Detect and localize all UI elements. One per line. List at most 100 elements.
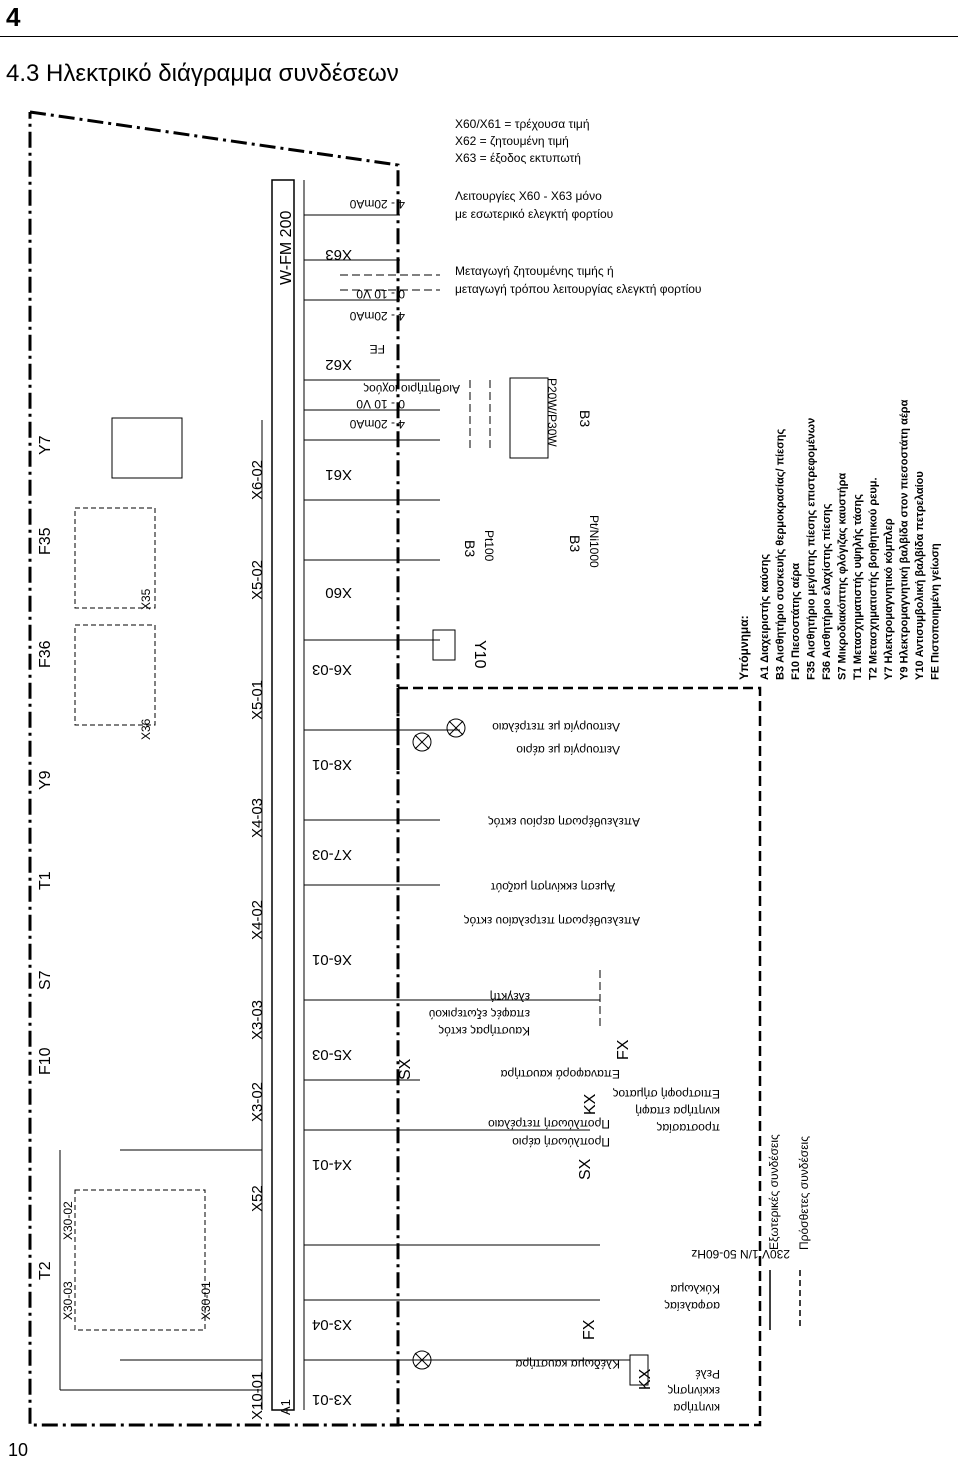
- sensor-b3-3: B3: [567, 535, 583, 552]
- legend-item-5: S7 Μικροδιακόπτης φλόγιζας καυστήρα: [837, 473, 849, 680]
- field-label-2: Απελευθέρωση αερίου εκτός: [488, 815, 640, 829]
- legend-item-6: T1 Μετασχηματιστής υψηλής τάσης: [852, 494, 864, 680]
- wires: [59, 214, 630, 1391]
- lamp-gas: [412, 732, 432, 752]
- field-label-12: κινητήρα επαφή: [635, 1104, 720, 1118]
- legend-item-9: Y9 Ηλεκτρομαγνητική βαλβίδα στον πιεσοστ…: [899, 399, 911, 680]
- dashed-wires: [340, 274, 601, 1081]
- legend-additional: Πρόσθετες συνδέσεις: [797, 1136, 811, 1250]
- field-label-10: Προπλύωσή αέριο: [512, 1135, 610, 1149]
- sensor-b3-1: B3: [577, 410, 593, 427]
- sensor-b3-2: B3: [462, 540, 478, 557]
- module-bar: [271, 179, 295, 1411]
- subcomponent-x30-01: X30-01: [199, 1281, 213, 1320]
- bottom-connector-x3-04: X3-04: [312, 1316, 352, 1333]
- note-x62: X62 = ζητουμένη τιμή: [455, 134, 569, 148]
- top-connector-x3-03: X3-03: [249, 1000, 266, 1040]
- sensor-pt100: Pt100: [482, 530, 496, 562]
- top-connector-x5-01: X5-01: [249, 680, 266, 720]
- bottom-connector-x63: X63: [325, 246, 352, 263]
- device-fx-4: FX: [581, 1319, 598, 1340]
- signal-0-10v-x61: 0 - 10 V0: [356, 397, 405, 411]
- legend-item-3: F35 Αισθητήριο μεγίστης πίεσης επιστρεφο…: [806, 418, 818, 680]
- field-label-19: εκκίνησης: [667, 1384, 720, 1398]
- subcomponent-x35: X35: [139, 588, 153, 610]
- sensor-p20: P20W/P30W: [545, 378, 559, 447]
- f35-box: [74, 507, 156, 609]
- top-connector-x4-02: X4-02: [249, 900, 266, 940]
- field-label-11: Επιστροφή σήματος: [612, 1087, 720, 1101]
- subcomponent-x30-03: X30-03: [61, 1281, 75, 1320]
- top-connector-x52: X52: [249, 1185, 266, 1212]
- signal-4-20ma-x63: 4 - 20mA0: [349, 197, 405, 211]
- bottom-connector-x4-01: X4-01: [312, 1156, 352, 1173]
- note-functions-1: Λειτουργίες X60 - X63 μόνο: [455, 189, 602, 203]
- sensor-y10: Y10: [471, 640, 488, 669]
- bottom-connector-x3-01: X3-01: [312, 1391, 352, 1408]
- bottom-connector-x8-01: X8-01: [312, 756, 352, 773]
- component-s7: S7: [37, 970, 54, 990]
- page-number: 10: [8, 1440, 29, 1460]
- signal-4-20ma-x62: 4 - 20mA0: [349, 309, 405, 323]
- chapter-number: 4: [6, 2, 21, 32]
- field-label-8: Επαναφορά καυστήρα: [500, 1067, 620, 1081]
- sensor-ptni: Pt/Ni1000: [587, 515, 601, 568]
- field-label-9: Προπλύωσή πετρέλαιο: [488, 1117, 610, 1131]
- note-switching-2: μεταγωγή τρόπου λειτουργίας ελεγκτή φορτ…: [455, 282, 701, 296]
- field-label-1: Λειτουργία με αέριο: [516, 743, 620, 757]
- module-name: W-FM 200: [278, 211, 295, 285]
- page-title: 4.3 Ηλεκτρικό διάγραμμα συνδέσεων: [6, 60, 399, 87]
- legend-external: Εξωτερικές συνδέσεις: [767, 1134, 781, 1250]
- field-label-14: 230V 1/N 50-60Hz: [691, 1247, 790, 1261]
- lamp-oil: [446, 718, 466, 738]
- bottom-connector-x6-03: X6-03: [312, 661, 352, 678]
- top-connector-x5-02: X5-02: [249, 560, 266, 600]
- signal-4-20ma-x61: 4 - 20mA0: [349, 417, 405, 431]
- signal-fe: FE: [370, 342, 385, 356]
- legend-item-11: FE Πιστοποιημένη γείωση: [930, 543, 942, 680]
- legend-item-7: T2 Μετασχηματιστής βοηθητικού ρευμ.: [868, 477, 880, 680]
- component-f35: F35: [37, 527, 54, 555]
- note-x60-x61: X60/X61 = τρέχουσα τιμή: [455, 117, 590, 131]
- bottom-connector-x6-01: X6-01: [312, 951, 352, 968]
- field-label-7: Καυστήρας εκτός: [438, 1024, 530, 1038]
- bottom-connector-x60: X60: [325, 584, 352, 601]
- legend-item-8: Y7 Ηλεκτρομαγνητικό κόμπλερ: [883, 518, 895, 680]
- device-kx-5: KX: [637, 1368, 654, 1390]
- bottom-connector-x7-03: X7-03: [312, 846, 352, 863]
- f36-box: [74, 624, 156, 726]
- legend-item-1: B3 Αισθητήριο συσκευής θερμοκρασίας/ πίε…: [775, 428, 787, 680]
- legend-item-0: A1 Διαχειριστής καύσης: [759, 554, 771, 680]
- sensor-ion-label: Αισθητήριο ιοχύος: [363, 382, 460, 396]
- note-functions-2: με εσωτερικό ελεγκτή φορτίου: [455, 207, 613, 221]
- top-connector-x6-02: X6-02: [249, 460, 266, 500]
- header-rule: [0, 36, 958, 37]
- top-connector-x4-03: X4-03: [249, 798, 266, 838]
- device-fx-2: FX: [615, 1039, 632, 1060]
- field-label-13: προστασίας: [656, 1121, 720, 1135]
- bottom-connector-x5-03: X5-03: [312, 1046, 352, 1063]
- field-label-16: ασφαλείας: [664, 1299, 720, 1313]
- component-y9: Y9: [37, 770, 54, 790]
- field-label-18: Ρελέ: [695, 1367, 720, 1381]
- component-t2: T2: [37, 1261, 54, 1280]
- device-kx-1: KX: [582, 1093, 599, 1115]
- note-x63: X63 = έξοδος εκτυπωτή: [455, 151, 581, 165]
- field-label-3: Άμεση εκκίνηση μαζούτ: [491, 880, 615, 894]
- top-connector-x10-01: X10-01: [249, 1372, 266, 1420]
- device-sx-3: SX: [577, 1158, 594, 1180]
- t2-box: [74, 1189, 206, 1331]
- additional-frame: [398, 686, 762, 1427]
- field-label-17: Κλέδωμα καυστήρα: [515, 1357, 620, 1371]
- subcomponent-x30-02: X30-02: [61, 1201, 75, 1240]
- legend-item-10: Y10 Αντισυμβολική βαλβίδα πετρελαίου: [914, 471, 926, 680]
- y7-box: [111, 417, 183, 479]
- lamp-lockout: [412, 1350, 432, 1370]
- module-a1: A1: [278, 1399, 293, 1415]
- bottom-connector-x61: X61: [325, 466, 352, 483]
- field-label-15: Κύκλωμα: [670, 1282, 720, 1296]
- bottom-connector-x62: X62: [325, 356, 352, 373]
- field-label-4: Απελευθέρωση πετρελαίου εκτός: [464, 914, 640, 928]
